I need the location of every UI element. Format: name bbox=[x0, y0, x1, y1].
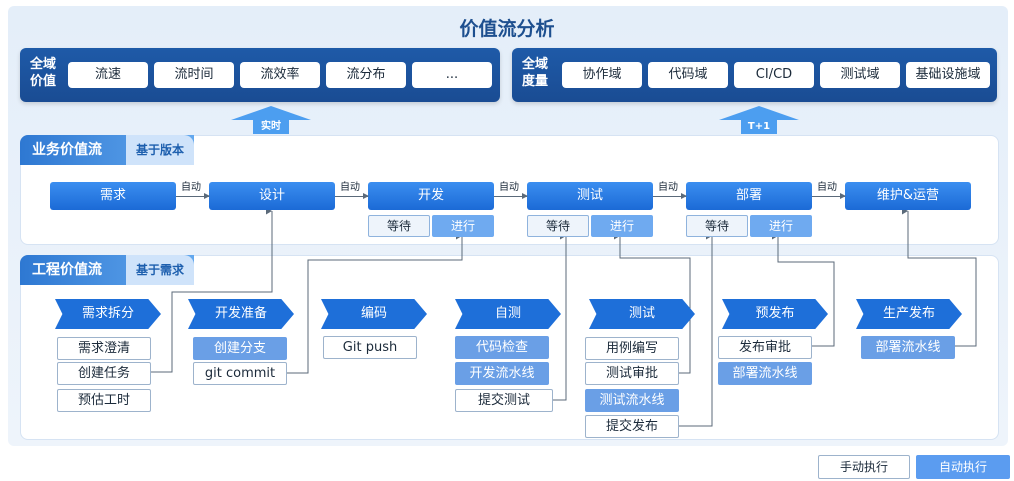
auto-label-4: 自动 bbox=[658, 182, 678, 193]
task-estimate-hours[interactable]: 预估工时 bbox=[57, 389, 151, 412]
chip-collab-domain[interactable]: 协作域 bbox=[562, 62, 642, 88]
chip-flow-distribution[interactable]: 流分布 bbox=[326, 62, 406, 88]
chip-infra-domain[interactable]: 基础设施域 bbox=[906, 62, 990, 88]
chip-flow-velocity[interactable]: 流速 bbox=[68, 62, 148, 88]
value-metrics-head: 全域价值 bbox=[26, 56, 60, 90]
auto-label-2: 自动 bbox=[340, 182, 360, 193]
stage-requirement[interactable]: 需求 bbox=[50, 182, 176, 210]
task-submit-release[interactable]: 提交发布 bbox=[585, 415, 679, 438]
deploy-running[interactable]: 进行 bbox=[750, 215, 812, 237]
stage-maintenance[interactable]: 维护&运营 bbox=[845, 182, 971, 210]
task-create-branch[interactable]: 创建分支 bbox=[193, 337, 287, 360]
test-running[interactable]: 进行 bbox=[591, 215, 653, 237]
task-git-push[interactable]: Git push bbox=[323, 336, 417, 359]
chip-test-domain[interactable]: 测试域 bbox=[820, 62, 900, 88]
task-dev-pipeline[interactable]: 开发流水线 bbox=[455, 362, 549, 385]
link-deploy-pipeline-to-ops bbox=[902, 207, 977, 347]
t1-arrow-label: T+1 bbox=[741, 120, 777, 134]
deploy-waiting[interactable]: 等待 bbox=[686, 215, 748, 237]
engineering-lane-label: 工程价值流 bbox=[32, 262, 102, 278]
task-test-approval[interactable]: 测试审批 bbox=[585, 362, 679, 385]
chip-flow-efficiency[interactable]: 流效率 bbox=[240, 62, 320, 88]
business-value-stream-lane: 业务价值流 基于版本 bbox=[20, 135, 999, 245]
stage-testing[interactable]: 测试 bbox=[527, 182, 653, 210]
task-submit-test[interactable]: 提交测试 bbox=[455, 389, 553, 412]
arrow-dev-test bbox=[494, 193, 528, 199]
chip-flow-time[interactable]: 流时间 bbox=[154, 62, 234, 88]
stage-deployment[interactable]: 部署 bbox=[686, 182, 812, 210]
task-code-check[interactable]: 代码检查 bbox=[455, 336, 549, 359]
chip-more[interactable]: ... bbox=[412, 62, 492, 88]
task-preprod-deploy-pipeline[interactable]: 部署流水线 bbox=[718, 362, 812, 385]
page-title: 价值流分析 bbox=[459, 18, 555, 40]
auto-label-1: 自动 bbox=[181, 182, 201, 193]
task-write-cases[interactable]: 用例编写 bbox=[585, 337, 679, 360]
dev-waiting[interactable]: 等待 bbox=[368, 215, 430, 237]
domain-metrics-head-text: 全域度量 bbox=[521, 57, 548, 89]
arrow-design-dev bbox=[335, 193, 369, 199]
stage-development[interactable]: 开发 bbox=[368, 182, 494, 210]
link-create-task-to-design bbox=[150, 207, 273, 373]
domain-metrics-bar: 全域度量 协作域 代码域 CI/CD 测试域 基础设施域 bbox=[512, 48, 997, 102]
legend-auto: 自动执行 bbox=[916, 455, 1010, 479]
task-create-task[interactable]: 创建任务 bbox=[57, 362, 151, 385]
link-release-approve-to-deploy-running bbox=[772, 232, 835, 347]
phase-requirement-split[interactable]: 需求拆分 bbox=[55, 299, 161, 329]
phase-dev-prep[interactable]: 开发准备 bbox=[188, 299, 294, 329]
link-test-approve-to-test-running bbox=[614, 232, 691, 374]
chip-cicd-domain[interactable]: CI/CD bbox=[734, 62, 814, 88]
arrow-test-deploy bbox=[653, 193, 687, 199]
phase-coding[interactable]: 编码 bbox=[321, 299, 427, 329]
legend-manual: 手动执行 bbox=[818, 455, 910, 479]
test-waiting[interactable]: 等待 bbox=[527, 215, 589, 237]
auto-label-3: 自动 bbox=[499, 182, 519, 193]
phase-pre-release[interactable]: 预发布 bbox=[722, 299, 828, 329]
phase-self-test[interactable]: 自测 bbox=[455, 299, 561, 329]
business-lane-label: 业务价值流 bbox=[32, 142, 102, 158]
engineering-lane-tag: 工程价值流 基于需求 bbox=[20, 255, 195, 285]
value-metrics-head-text: 全域价值 bbox=[29, 57, 56, 89]
task-git-commit[interactable]: git commit bbox=[193, 362, 287, 385]
phase-testing[interactable]: 测试 bbox=[589, 299, 695, 329]
business-lane-sub: 基于版本 bbox=[126, 135, 195, 165]
dev-running[interactable]: 进行 bbox=[432, 215, 494, 237]
link-submit-test-to-test-waiting bbox=[553, 232, 567, 401]
business-lane-tag: 业务价值流 基于版本 bbox=[20, 135, 195, 165]
t1-arrow-head bbox=[719, 106, 799, 120]
link-git-commit-to-dev-running bbox=[286, 232, 463, 374]
phase-production-release[interactable]: 生产发布 bbox=[856, 299, 962, 329]
task-prod-deploy-pipeline[interactable]: 部署流水线 bbox=[861, 336, 955, 359]
arrow-req-design bbox=[176, 193, 210, 199]
domain-metrics-head: 全域度量 bbox=[518, 56, 552, 90]
auto-label-5: 自动 bbox=[817, 182, 837, 193]
task-clarify-requirement[interactable]: 需求澄清 bbox=[57, 337, 151, 360]
realtime-arrow-head bbox=[231, 106, 311, 120]
chip-code-domain[interactable]: 代码域 bbox=[648, 62, 728, 88]
realtime-arrow-label: 实时 bbox=[253, 120, 289, 134]
value-metrics-bar: 全域价值 流速 流时间 流效率 流分布 ... bbox=[20, 48, 500, 102]
task-release-approval[interactable]: 发布审批 bbox=[718, 336, 812, 359]
task-test-pipeline[interactable]: 测试流水线 bbox=[585, 389, 679, 412]
link-submit-release-to-deploy-waiting bbox=[678, 232, 713, 427]
stage-design[interactable]: 设计 bbox=[209, 182, 335, 210]
arrow-deploy-ops bbox=[812, 193, 846, 199]
engineering-lane-sub: 基于需求 bbox=[126, 255, 195, 285]
